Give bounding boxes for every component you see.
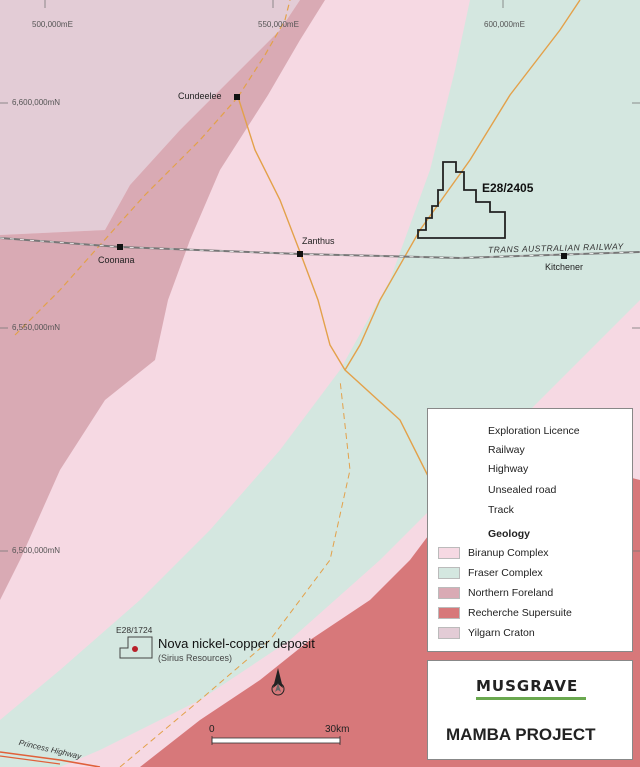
grid-ticks [0,0,640,552]
licence-label-e28-2405: E28/2405 [482,181,534,195]
kitchener-marker [561,253,567,259]
scale-bar [211,737,341,744]
easting-label-500: 500,000mE [32,20,73,29]
legend-item-track: Track [488,504,514,516]
cundeelee-label: Cundeelee [178,91,222,101]
northing-label-6500000: 6,500,000mN [12,546,61,555]
track-west [14,96,239,336]
northern-foreland-swatch [438,587,460,599]
legend-geology-northern-foreland: Northern Foreland [438,586,553,600]
recherche-swatch [438,607,460,619]
legend-item-unsealed-road: Unsealed road [488,484,557,496]
exploration-licence-e28-1724 [119,636,153,659]
legend-item-exploration-licence: Exploration Licence [488,425,580,437]
project-title-box: MUSGRAVE MAMBA PROJECT [427,660,633,760]
legend-item-railway: Railway [488,444,525,456]
scale-start-label: 0 [209,724,215,735]
nova-deposit-subtitle: (Sirius Resources) [158,653,233,663]
highway-line-2 [0,755,61,765]
logo-underline [476,697,586,700]
track-south [119,379,351,767]
easting-label-600: 600,000mE [484,20,525,29]
legend-item-highway: Highway [488,463,529,475]
coonana-label: Coonana [98,255,135,265]
highway-line [0,751,101,767]
yilgarn-craton-area [0,0,300,235]
legend-geology-biranup: Biranup Complex [438,546,549,560]
northern-foreland-area [0,0,325,600]
scale-end-label: 30km [325,724,350,735]
zanthus-label: Zanthus [302,236,335,246]
nova-deposit-marker [132,646,138,652]
legend-geology-recherche: Recherche Supersuite [438,606,572,620]
coonana-marker [117,244,123,250]
map-legend: Exploration Licence Railway Highway Unse… [427,408,633,652]
easting-label-550: 550,000mE [258,20,299,29]
nova-deposit-title: Nova nickel-copper deposit [158,636,315,651]
north-arrow-icon [271,668,285,696]
legend-geology-title: Geology [488,528,531,540]
exploration-licence-e28-2405 [417,161,506,239]
legend-geology-yilgarn: Yilgarn Craton [438,626,535,640]
fraser-swatch [438,567,460,579]
biranup-swatch [438,547,460,559]
cundeelee-marker [234,94,240,100]
project-title: MAMBA PROJECT [446,725,596,744]
northing-label-6600000: 6,600,000mN [12,98,61,107]
yilgarn-swatch [438,627,460,639]
kitchener-label: Kitchener [545,262,584,272]
licence-label-e28-1724: E28/1724 [116,625,153,635]
track-north [237,0,291,98]
unsealed-road-ne [344,0,581,371]
musgrave-logo-text: MUSGRAVE [476,677,579,695]
legend-geology-fraser: Fraser Complex [438,566,543,580]
northing-label-6550000: 6,550,000mN [12,323,61,332]
zanthus-marker [297,251,303,257]
unsealed-road-main [237,96,431,481]
